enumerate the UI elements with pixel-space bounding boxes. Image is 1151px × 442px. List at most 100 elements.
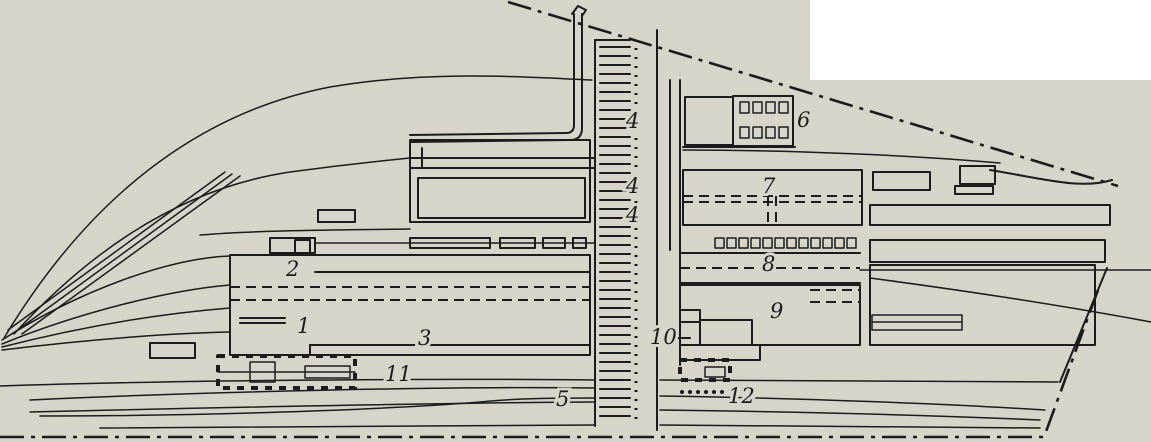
track-line bbox=[1, 331, 231, 351]
building-7 bbox=[682, 165, 1111, 226]
cell-square bbox=[774, 237, 785, 249]
track-line bbox=[13, 157, 411, 335]
central-strip bbox=[594, 29, 681, 431]
cell-square bbox=[798, 237, 809, 249]
label-3: 3 bbox=[418, 326, 431, 350]
track-line bbox=[0, 378, 596, 387]
building-12-dot bbox=[720, 390, 724, 394]
track-line bbox=[39, 397, 596, 417]
boundary-right bbox=[1042, 289, 1100, 438]
building-12-dot bbox=[704, 390, 708, 394]
annex-2 bbox=[269, 237, 316, 254]
label-12: 12 bbox=[728, 384, 755, 408]
label-10: 10 bbox=[650, 325, 677, 349]
track-line bbox=[14, 173, 233, 333]
track-line bbox=[3, 75, 593, 339]
top-middle-building bbox=[409, 139, 596, 223]
building-6 bbox=[682, 95, 796, 148]
label-2: 2 bbox=[285, 257, 299, 281]
cell-square bbox=[714, 237, 725, 249]
building-6-cell bbox=[778, 101, 789, 114]
building-6-cell bbox=[765, 101, 776, 114]
cell-square bbox=[750, 237, 761, 249]
track-line bbox=[682, 149, 1001, 164]
track-line bbox=[1, 307, 231, 348]
building-1-2-3 bbox=[149, 209, 591, 359]
track-line bbox=[659, 395, 1046, 411]
label-11: 11 bbox=[385, 362, 412, 386]
site-boundary bbox=[0, 0, 1119, 439]
cell-square bbox=[846, 237, 857, 249]
shed bbox=[572, 237, 587, 249]
building-12 bbox=[678, 358, 732, 394]
labels: 1 2 3 4 4 4 5 6 7 8 9 10 11 12 bbox=[282, 105, 813, 414]
boundary-top bbox=[507, 0, 1119, 188]
small-block bbox=[317, 209, 356, 223]
building-6-cell bbox=[739, 101, 750, 114]
main-hall bbox=[229, 254, 591, 356]
track-line bbox=[29, 401, 596, 413]
cell-square bbox=[786, 237, 797, 249]
building-9-annex bbox=[699, 319, 753, 346]
shed bbox=[499, 237, 536, 249]
track-lines bbox=[0, 75, 1151, 429]
label-5: 5 bbox=[556, 387, 569, 411]
building-12-dot bbox=[712, 390, 716, 394]
building-6-cell bbox=[765, 126, 776, 139]
building-9-annex bbox=[679, 344, 761, 361]
building-12-dot bbox=[680, 390, 684, 394]
building-6-cell bbox=[778, 126, 789, 139]
right-block bbox=[869, 204, 1111, 226]
building-7-outline bbox=[682, 169, 863, 226]
pipe-wall bbox=[409, 13, 575, 136]
pipe-cap bbox=[571, 5, 587, 17]
cell-square bbox=[762, 237, 773, 249]
cell-square bbox=[834, 237, 845, 249]
label-9: 9 bbox=[770, 299, 783, 323]
track-line bbox=[659, 379, 1059, 383]
annex-2-inner bbox=[294, 239, 311, 254]
building-6-block bbox=[684, 96, 734, 146]
track-line bbox=[29, 386, 596, 401]
cell-square bbox=[810, 237, 821, 249]
small-block bbox=[149, 342, 196, 359]
right-small-block bbox=[959, 165, 996, 185]
label-4: 4 bbox=[625, 174, 639, 198]
building-inner bbox=[417, 177, 586, 219]
label-8: 8 bbox=[762, 252, 775, 276]
building-6-cell bbox=[752, 126, 763, 139]
label-7: 7 bbox=[762, 174, 776, 198]
right-edge-line bbox=[1059, 267, 1108, 383]
track-line bbox=[869, 277, 1151, 323]
track-line bbox=[99, 424, 596, 429]
building-6-cell bbox=[752, 101, 763, 114]
label-1: 1 bbox=[297, 314, 310, 338]
building-6-cell bbox=[739, 126, 750, 139]
right-small-block bbox=[954, 185, 994, 195]
top-pipe bbox=[409, 5, 587, 143]
building-12-inner bbox=[704, 366, 726, 378]
cell-square bbox=[822, 237, 833, 249]
building-12-dot bbox=[696, 390, 700, 394]
building-11 bbox=[216, 354, 357, 390]
scan-blank-corner bbox=[810, 0, 1151, 80]
shed bbox=[409, 237, 491, 249]
building-8-9 bbox=[677, 239, 1106, 361]
track-line bbox=[659, 409, 1041, 421]
track-line bbox=[1, 284, 231, 345]
right-hall bbox=[869, 239, 1106, 263]
track-line bbox=[659, 424, 1041, 429]
building-12-outline bbox=[678, 358, 732, 382]
shed bbox=[542, 237, 566, 249]
cell-square bbox=[738, 237, 749, 249]
label-4: 4 bbox=[625, 109, 639, 133]
building-9-annex bbox=[679, 309, 701, 323]
building-outline bbox=[409, 139, 591, 223]
right-small-block bbox=[872, 171, 931, 191]
cell-row bbox=[714, 237, 857, 249]
label-6: 6 bbox=[797, 108, 810, 132]
track-line bbox=[7, 171, 226, 331]
track-line bbox=[199, 228, 411, 236]
boundary-corner-curve bbox=[989, 169, 1113, 185]
